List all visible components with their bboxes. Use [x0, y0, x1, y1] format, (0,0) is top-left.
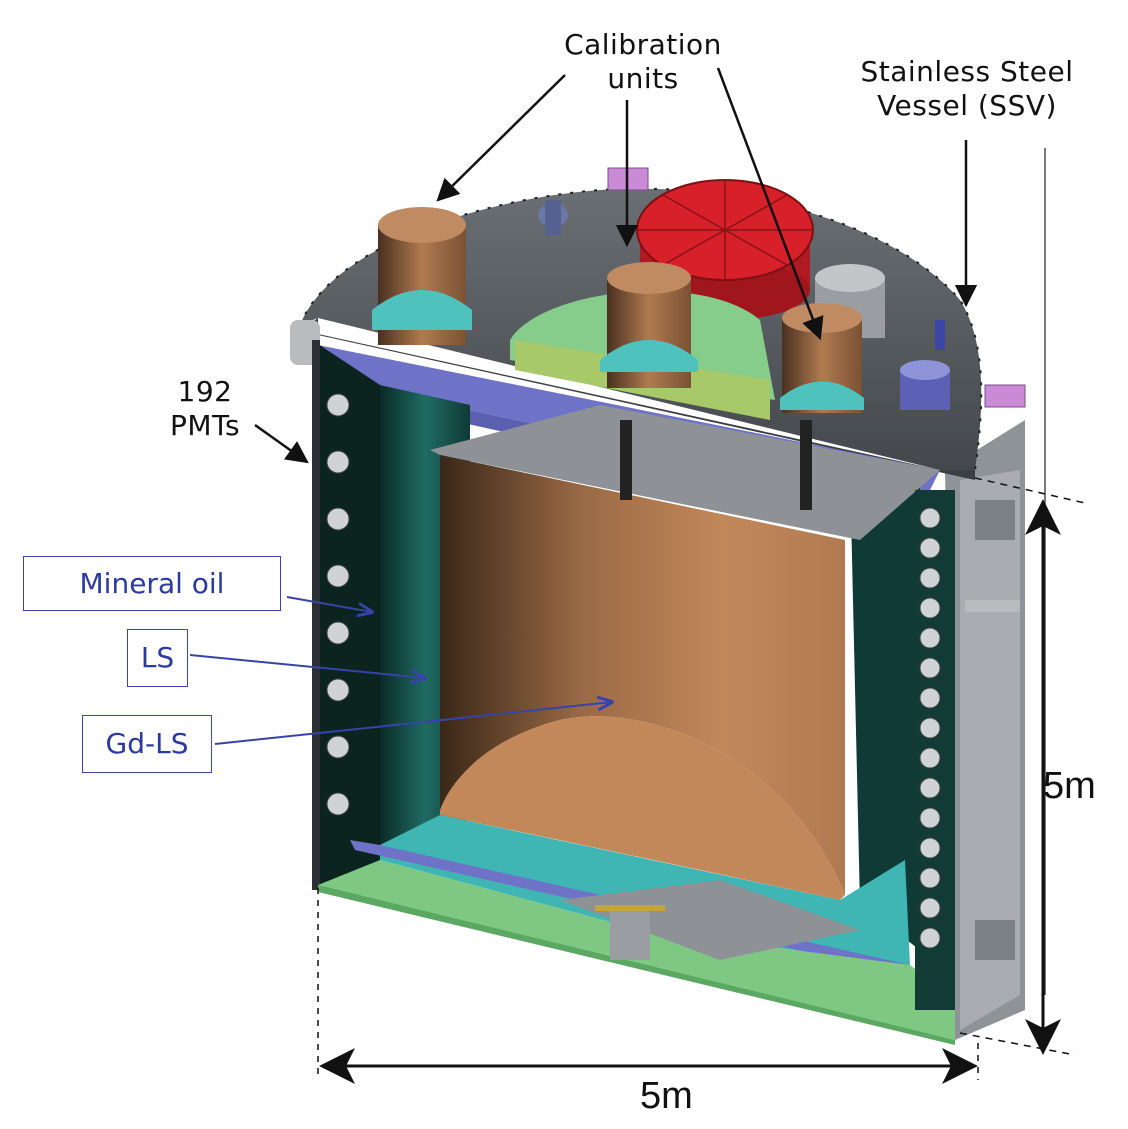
ssv-line1: Stainless Steel [860, 55, 1074, 88]
ssv-label: Stainless Steel Vessel (SSV) [832, 55, 1102, 123]
calibration-unit-center [600, 262, 698, 388]
green-base [318, 860, 955, 1045]
calibration-units-line2: units [607, 62, 679, 95]
height-dimension-label: 5m [1043, 765, 1096, 807]
gd-ls-label: Gd-LS [82, 715, 212, 773]
steel-vessel-side [945, 420, 1025, 1040]
pmts-label: 192 PMTs [150, 375, 260, 443]
ls-vessel-top [430, 405, 940, 540]
pmt-column-right [915, 490, 955, 1010]
width-dimension-label: 5m [640, 1075, 693, 1117]
calibration-units-line1: Calibration [564, 28, 722, 61]
pmts-line1: 192 [177, 375, 233, 408]
ssv-line2: Vessel (SSV) [877, 89, 1057, 122]
pink-bracket-right [984, 384, 1026, 408]
callout-arrows [254, 67, 978, 464]
calibration-units-label: Calibration units [548, 28, 738, 96]
calibration-unit-left [372, 207, 472, 345]
pmt-column-left [326, 393, 350, 816]
ls-label: LS [127, 629, 188, 687]
calibration-unit-right [780, 303, 864, 413]
mineral-oil-region-right [850, 470, 920, 950]
mineral-oil-label: Mineral oil [23, 556, 281, 611]
region-arrows [189, 596, 612, 745]
dimension-lines [317, 148, 1086, 1084]
pmts-line2: PMTs [169, 409, 241, 442]
gd-ls-cylinder [440, 420, 845, 900]
